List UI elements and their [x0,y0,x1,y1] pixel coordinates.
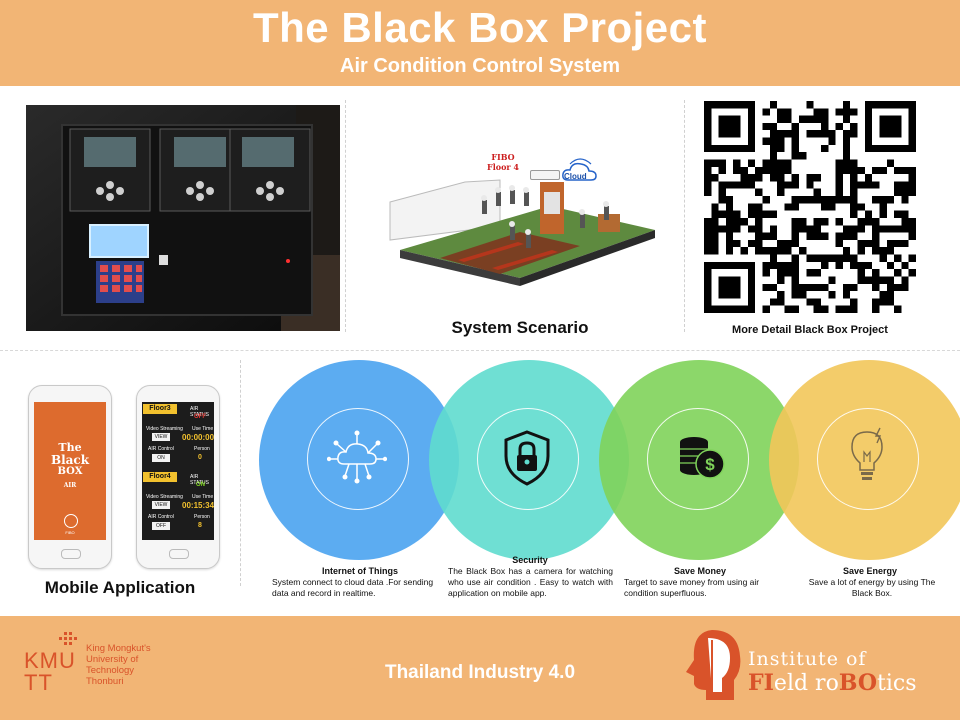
view-button[interactable]: VIEW [152,501,170,509]
feature-title: Security [512,555,548,565]
divider [0,350,960,351]
scenario-caption: System Scenario [451,318,589,337]
qr-code[interactable] [703,101,917,313]
floor-tab[interactable]: Floor3 [143,404,177,414]
shield-lock-icon [502,428,552,488]
feature-ring [477,408,579,510]
svg-text:$: $ [705,455,715,474]
use-time-label: Use Time [192,494,214,500]
header-banner: The Black Box Project Air Condition Cont… [0,0,960,86]
person-value: 8 [198,522,202,529]
splash-logo-text: The Black BOX AIR [50,441,90,490]
floor-panel: Floor3 AIR STATUS OFF Video Streaming Us… [142,404,214,470]
fibo-name-line2: FIeld roBOtics [748,670,917,696]
scenario-cloud-label: Cloud [564,172,587,181]
air-status-label: AIR STATUS [190,474,209,486]
feature-title: Internet of Things [322,566,398,576]
person-label: Person [194,446,210,452]
page-subtitle: Air Condition Control System [340,55,620,77]
air-control-label: AIR Control [148,514,174,520]
feature-ring [307,408,409,510]
air-control-button[interactable]: OFF [152,522,170,530]
feature-title: Save Energy [842,566,898,576]
control-screen: Floor3 AIR STATUS OFF Video Streaming Us… [142,402,214,540]
floor-panel: Floor4 AIR STATUS ON Video Streaming Use… [142,472,214,538]
video-label: Video Streaming [146,426,183,432]
phone-control: Floor3 AIR STATUS OFF Video Streaming Us… [136,385,220,569]
person-value: 0 [198,454,202,461]
footer-banner [0,616,960,720]
view-button[interactable]: VIEW [152,433,170,441]
coins-icon: $ [672,428,728,484]
phone-home-button [169,549,189,559]
floor-tab[interactable]: Floor4 [143,472,177,482]
air-status-value: ON [196,482,205,488]
feature-description: Save a lot of energy by using The Black … [808,577,936,598]
person-label: Person [194,514,210,520]
kmutt-name: King Mongkut's University of Technology … [86,643,151,687]
air-control-label: AIR Control [148,446,174,452]
splash-screen: The Black BOX AIR FIBO [34,402,106,540]
feature-description: The Black Box has a camera for watching … [448,566,613,598]
air-control-button[interactable]: ON [152,454,170,462]
splash-brand-icon [64,514,78,528]
device-photo [26,105,340,331]
qr-caption: More Detail Black Box Project [732,324,888,336]
divider [684,100,685,332]
use-time-label: Use Time [192,426,214,432]
feature-title: Save Money [673,566,727,576]
kmutt-logo [24,630,84,696]
cloud-icon [560,156,600,186]
feature-ring [817,408,919,510]
phone-home-button [61,549,81,559]
feature-description: System connect to cloud data .For sendin… [272,577,434,598]
splash-brand-label: FIBO [65,530,75,535]
mobile-caption: Mobile Application [44,578,196,597]
fibo-name-line1: Institute of [748,648,867,670]
footer-tagline: Thailand Industry 4.0 [384,662,576,683]
lightbulb-icon [842,424,892,488]
feature-description: Target to save money from using air cond… [624,577,760,598]
feature-ring [647,408,749,510]
cloud-network-icon [326,428,388,488]
fibo-logo-icon [682,626,744,704]
air-status-value: OFF [194,414,206,420]
kmutt-logo-text: KMUTT [24,648,76,695]
air-status-label: AIR STATUS [190,406,209,418]
divider [240,360,241,586]
qr-code-graphic [704,101,916,313]
use-time-value: 00:00:00 [182,433,214,442]
ac-unit-icon [530,170,560,180]
video-label: Video Streaming [146,494,183,500]
page-title: The Black Box Project [253,4,707,51]
phone-splash: The Black BOX AIR FIBO [28,385,112,569]
divider [345,100,346,332]
system-scenario-illustration [370,140,660,290]
use-time-value: 00:15:34 [182,501,214,510]
scenario-floor-label: FIBO Floor 4 [487,152,519,172]
